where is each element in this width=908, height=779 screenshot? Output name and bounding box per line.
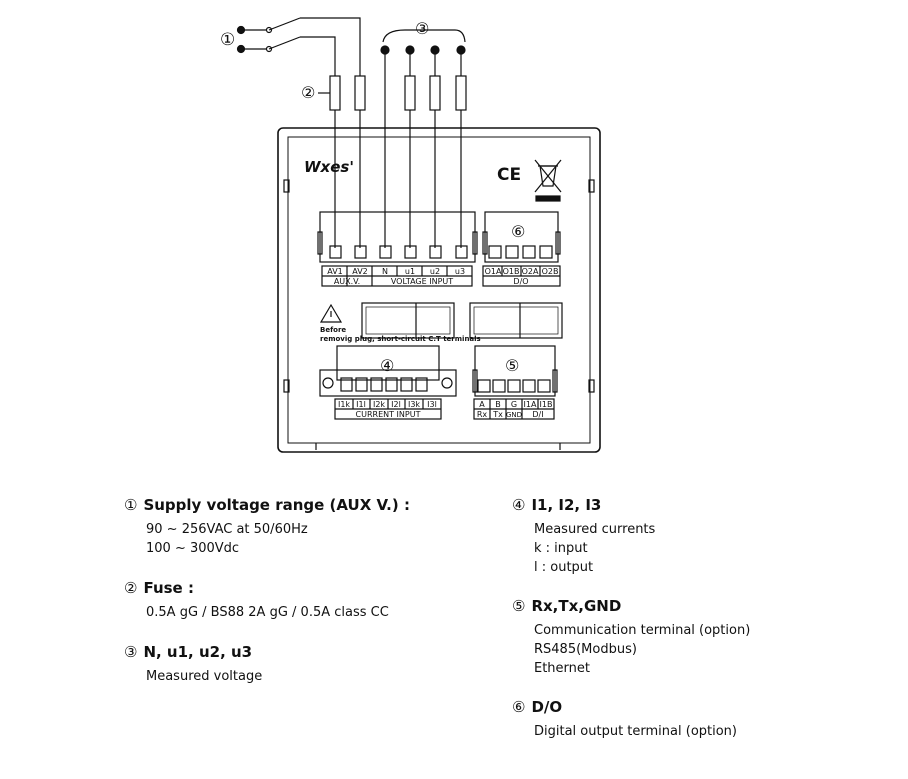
legend-title: Supply voltage range (AUX V.) :: [143, 496, 410, 514]
svg-text:I1l: I1l: [356, 400, 366, 409]
wiring-diagram: ① ② ③ ⑥ ④ ⑤ Wxes' CE AV1 AV2 N u1 u2 u3 …: [220, 17, 601, 453]
weee-bin-icon: [534, 159, 562, 202]
current-terminal-block: [336, 345, 440, 381]
do-terminal-block: [484, 211, 559, 263]
device-housing: [277, 127, 601, 453]
svg-text:A: A: [479, 400, 485, 409]
legend-title: I1, I2, I3: [531, 496, 602, 514]
brand-logo: Wxes': [304, 158, 354, 176]
legend-title: Rx,Tx,GND: [531, 597, 622, 615]
svg-text:N: N: [382, 267, 388, 276]
svg-text:I1A: I1A: [524, 400, 537, 409]
marker-5: ⑤: [505, 356, 519, 375]
svg-text:O1A: O1A: [485, 267, 502, 276]
svg-text:O2A: O2A: [522, 267, 539, 276]
svg-text:O1B: O1B: [503, 267, 520, 276]
current-input-label: CURRENT INPUT: [356, 410, 421, 419]
marker-6: ⑥: [511, 222, 525, 241]
svg-text:Rx: Rx: [477, 410, 488, 419]
marker-3: ③: [415, 19, 429, 38]
legend-title: N, u1, u2, u3: [143, 643, 253, 661]
do-label: D/O: [513, 277, 528, 286]
aux-v-label: AUX.V.: [334, 277, 360, 286]
svg-text:I3l: I3l: [427, 400, 437, 409]
svg-text:u1: u1: [405, 267, 415, 276]
svg-text:I2l: I2l: [391, 400, 401, 409]
svg-text:O2B: O2B: [542, 267, 559, 276]
svg-text:AV1: AV1: [327, 267, 343, 276]
svg-text:G: G: [511, 400, 517, 409]
device-panel: [287, 136, 591, 444]
svg-text:Tx: Tx: [492, 410, 503, 419]
svg-text:AV2: AV2: [352, 267, 368, 276]
svg-text:I1B: I1B: [540, 400, 553, 409]
svg-text:B: B: [495, 400, 501, 409]
marker-4: ④: [380, 356, 394, 375]
voltage-input-label: VOLTAGE INPUT: [391, 277, 453, 286]
svg-text:u3: u3: [455, 267, 465, 276]
svg-text:GND: GND: [506, 411, 522, 419]
ce-mark: CE: [497, 165, 521, 185]
comm-terminal-block: [474, 345, 556, 397]
marker-2: ②: [301, 83, 315, 102]
svg-text:u2: u2: [430, 267, 440, 276]
svg-text:I1k: I1k: [338, 400, 350, 409]
voltage-terminal-block: [319, 211, 476, 263]
marker-1: ①: [220, 30, 235, 50]
legend-title: D/O: [531, 698, 563, 716]
svg-text:I3k: I3k: [408, 400, 420, 409]
svg-text:D/I: D/I: [532, 410, 543, 419]
warning-line-2: removig plug, short-circuit C.T terminal…: [320, 335, 481, 343]
warning-line-1: Before: [320, 326, 346, 334]
svg-text:I2k: I2k: [373, 400, 385, 409]
legend-title: Fuse :: [143, 579, 194, 597]
